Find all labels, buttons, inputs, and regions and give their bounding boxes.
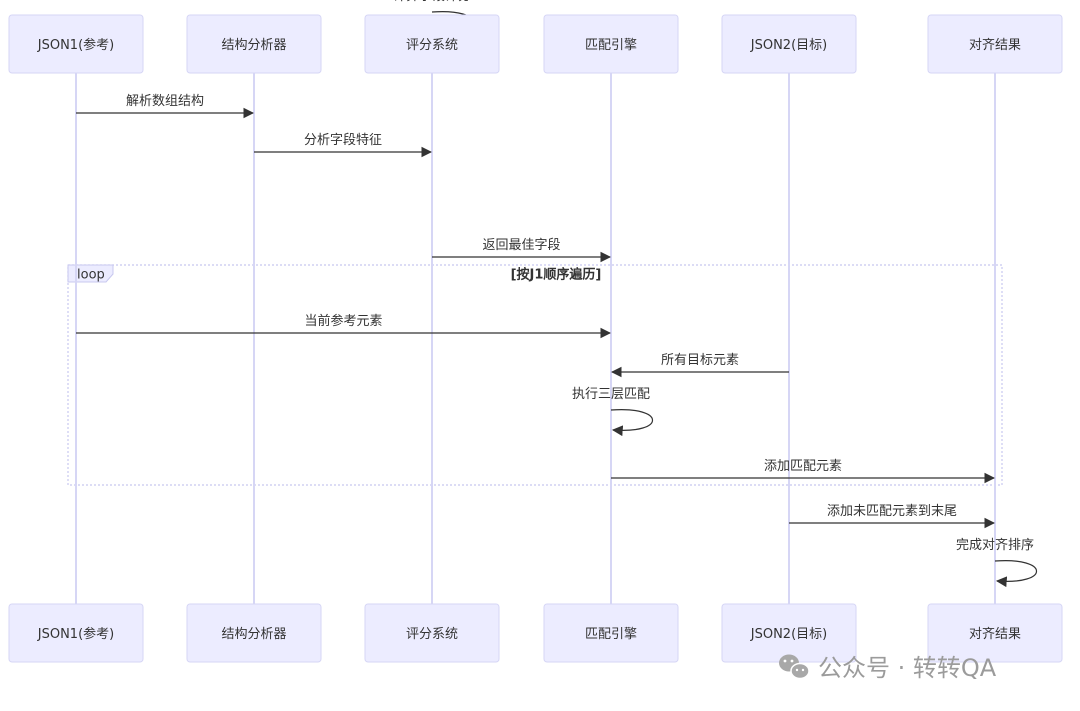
message: 添加匹配元素 (611, 459, 996, 484)
message-label: 完成对齐排序 (956, 537, 1034, 553)
wechat-icon (779, 654, 810, 680)
actor-label: JSON1(参考) (37, 37, 114, 53)
message-label: 返回最佳字段 (482, 238, 560, 253)
actor-label: 匹配引擎 (585, 627, 637, 642)
actor-box-json1-reference-bottom: JSON1(参考) (8, 603, 144, 663)
message: 当前参考元素 (76, 313, 612, 339)
actor-box-matching-engine-bottom: 匹配引擎 (543, 603, 679, 663)
actor-box-json2-target-top: JSON2(目标) (721, 14, 857, 74)
message-label: 计算字段评分 (393, 0, 471, 4)
message-label: 添加未匹配元素到末尾 (827, 504, 957, 519)
lifelines (75, 73, 996, 604)
message: 完成对齐排序 (956, 537, 1038, 588)
message: 添加未匹配元素到末尾 (789, 504, 996, 529)
actor-label: 评分系统 (406, 38, 458, 53)
actor-label: JSON2(目标) (750, 38, 827, 53)
actor-label: JSON2(目标) (750, 627, 827, 642)
watermark: 公众号 · 转转QA (779, 654, 997, 682)
message: 执行三层匹配 (572, 387, 654, 437)
self-arrow (610, 409, 654, 437)
message-label: 所有目标元素 (661, 353, 739, 368)
actor-box-scoring-system-bottom: 评分系统 (364, 603, 500, 663)
actor-box-matching-engine-top: 匹配引擎 (543, 14, 679, 74)
message: 分析字段特征 (254, 133, 433, 158)
message-label: 分析字段特征 (304, 133, 382, 148)
self-arrow (994, 560, 1038, 588)
actors-top: JSON1(参考) 结构分析器 评分系统 匹配引擎 JSON2(目标) 对齐结果 (8, 14, 1063, 74)
actor-label: 结构分析器 (221, 38, 286, 53)
loop-label: loop (77, 268, 105, 283)
actor-label: JSON1(参考) (37, 626, 114, 642)
actor-label: 匹配引擎 (585, 38, 637, 53)
message: 所有目标元素 (610, 353, 789, 378)
message: 返回最佳字段 (432, 238, 612, 263)
actor-box-json2-target-bottom: JSON2(目标) (721, 603, 857, 663)
actor-box-alignment-result-bottom: 对齐结果 (927, 603, 1063, 663)
actor-label: 对齐结果 (969, 37, 1021, 53)
actor-box-alignment-result-top: 对齐结果 (927, 14, 1063, 74)
actor-label: 对齐结果 (969, 626, 1021, 642)
message-label: 执行三层匹配 (572, 387, 650, 402)
message-label: 添加匹配元素 (764, 459, 842, 474)
actor-label: 评分系统 (406, 627, 458, 642)
loop-frame: loop [按J1顺序遍历] (67, 264, 1003, 486)
actor-box-structure-analyzer-top: 结构分析器 (186, 14, 322, 74)
watermark-text: 公众号 · 转转QA (818, 654, 997, 682)
actor-label: 结构分析器 (221, 627, 286, 642)
actors-bottom: JSON1(参考) 结构分析器 评分系统 匹配引擎 JSON2(目标) 对齐结果 (8, 603, 1063, 663)
loop-condition: [按J1顺序遍历] (511, 267, 602, 283)
actor-box-scoring-system-top: 评分系统 (364, 14, 500, 74)
message-label: 解析数组结构 (126, 94, 204, 109)
actor-box-json1-reference-top: JSON1(参考) (8, 14, 144, 74)
message-label: 当前参考元素 (304, 313, 382, 329)
actor-box-structure-analyzer-bottom: 结构分析器 (186, 603, 322, 663)
message: 解析数组结构 (76, 94, 255, 119)
